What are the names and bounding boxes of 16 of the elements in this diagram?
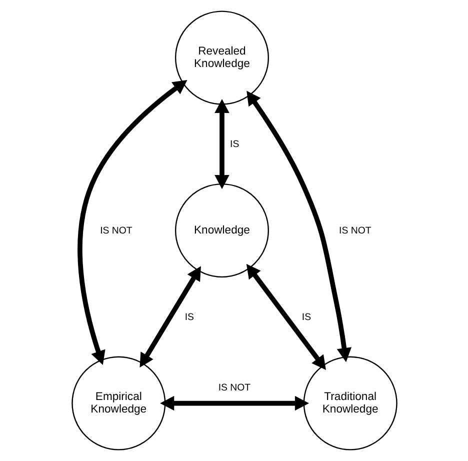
edge-label: IS NOT	[218, 382, 250, 394]
edge-label: IS	[184, 312, 194, 323]
arrow	[160, 396, 309, 411]
edge-label: IS NOT	[100, 225, 132, 236]
arrow	[77, 80, 187, 365]
node-circle: Traditional Knowledge	[302, 356, 397, 450]
edge-label: IS NOT	[338, 225, 371, 236]
arrow	[246, 90, 352, 362]
edge-label: IS	[301, 312, 311, 323]
node-circle: Knowledge	[174, 183, 268, 278]
arrow	[246, 264, 326, 370]
node-circle: Empirical Knowledge	[71, 356, 166, 450]
arrow	[214, 98, 229, 190]
node-circle: Revealed Knowledge	[174, 10, 268, 105]
arrow	[139, 266, 200, 368]
edge-label: IS	[230, 139, 239, 150]
